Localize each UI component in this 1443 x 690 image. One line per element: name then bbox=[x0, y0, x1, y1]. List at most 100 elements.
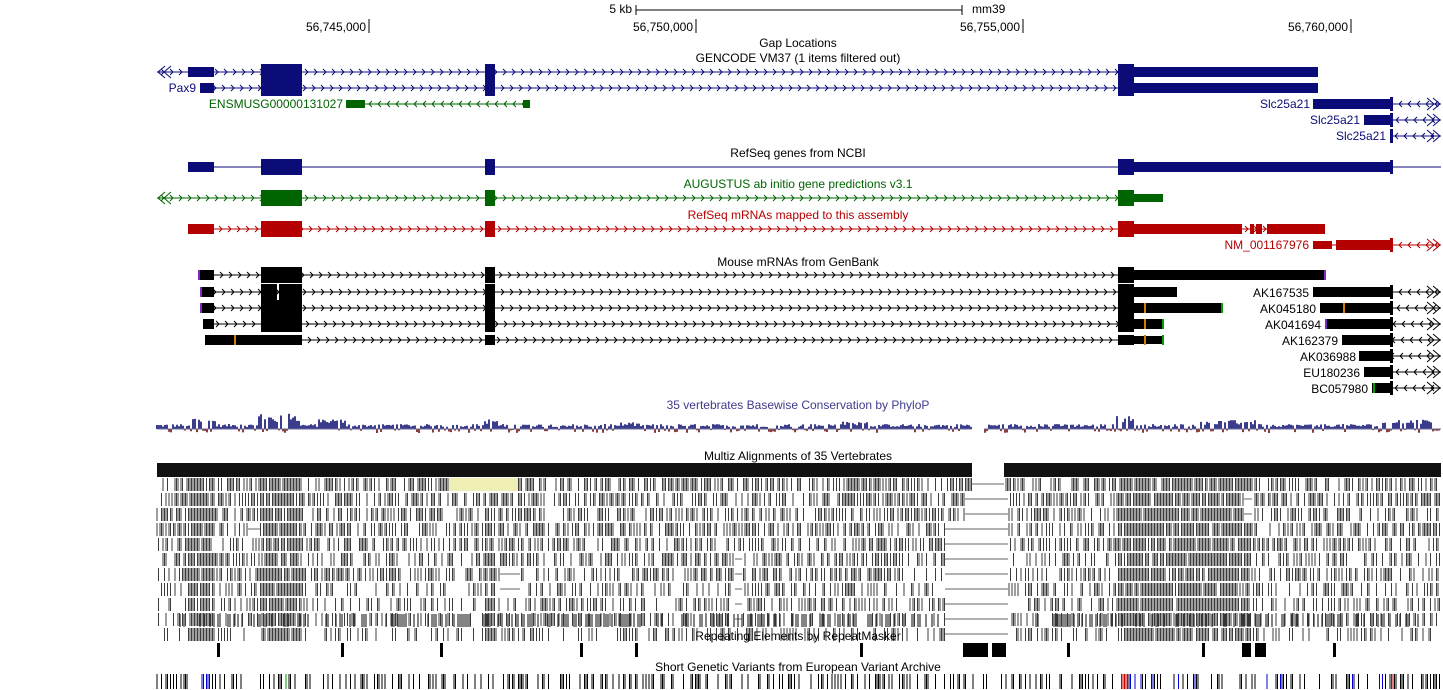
strand-arrow bbox=[833, 288, 838, 296]
multiz-alignment[interactable] bbox=[156, 463, 1441, 641]
mouse-mrna[interactable] bbox=[203, 316, 1162, 332]
strand-arrow bbox=[860, 304, 865, 312]
mrna-label-bc057980[interactable]: BC057980 bbox=[1311, 382, 1368, 396]
mouse-mrna[interactable] bbox=[1342, 333, 1441, 347]
gap-track-title[interactable]: Gap Locations bbox=[759, 36, 837, 50]
refseq-mrna-track-title[interactable]: RefSeq mRNAs mapped to this assembly bbox=[687, 208, 909, 222]
mouse-mrna[interactable] bbox=[1313, 285, 1441, 299]
mrna-label-ak036988[interactable]: AK036988 bbox=[1299, 350, 1356, 364]
strand-arrow bbox=[1065, 271, 1070, 279]
strand-arrow bbox=[1024, 194, 1029, 202]
eva-track-title[interactable]: Short Genetic Variants from European Var… bbox=[655, 660, 941, 674]
gencode-transcript[interactable] bbox=[346, 100, 530, 108]
strand-arrow bbox=[425, 225, 430, 233]
strand-arrow bbox=[651, 271, 656, 279]
gene-label-slc25a21[interactable]: Slc25a21 bbox=[1309, 113, 1360, 127]
strand-arrow bbox=[851, 84, 856, 92]
strand-arrow bbox=[659, 225, 664, 233]
gene-label-slc25a21[interactable]: Slc25a21 bbox=[1335, 129, 1386, 143]
gencode-track-title[interactable]: GENCODE VM37 (1 items filtered out) bbox=[695, 51, 901, 65]
refseq-gene[interactable] bbox=[188, 159, 1441, 175]
mrna-label-ak041694[interactable]: AK041694 bbox=[1264, 318, 1321, 332]
strand-arrow bbox=[871, 194, 876, 202]
gene-label-pax9[interactable]: Pax9 bbox=[168, 81, 196, 95]
gene-label-ensmusg[interactable]: ENSMUSG00000131027 bbox=[208, 97, 343, 111]
mrna-track-title[interactable]: Mouse mRNAs from GenBank bbox=[717, 255, 879, 269]
strand-arrow bbox=[988, 194, 993, 202]
strand-arrow bbox=[1058, 304, 1063, 312]
exon bbox=[1390, 365, 1393, 379]
strand-arrow bbox=[671, 288, 676, 296]
refseq-mrna[interactable] bbox=[1313, 238, 1441, 252]
strand-arrow bbox=[700, 194, 705, 202]
strand-arrow bbox=[386, 100, 391, 108]
strand-arrow bbox=[785, 225, 790, 233]
augustus-gene[interactable] bbox=[157, 190, 1163, 206]
gencode-transcript[interactable] bbox=[1364, 113, 1441, 127]
gencode-transcript[interactable] bbox=[1390, 129, 1441, 143]
strand-arrow bbox=[680, 84, 685, 92]
strand-arrow bbox=[1076, 84, 1081, 92]
mrna-label-ak162379[interactable]: AK162379 bbox=[1281, 334, 1338, 348]
repeatmasker-track-title[interactable]: Repeating Elements by RepeatMasker bbox=[695, 629, 901, 643]
mrna-label-nm001167976[interactable]: NM_001167976 bbox=[1224, 238, 1309, 252]
strand-arrow bbox=[722, 225, 727, 233]
strand-arrow bbox=[768, 271, 773, 279]
refseq-track-title[interactable]: RefSeq genes from NCBI bbox=[730, 146, 866, 160]
phylop-wiggle[interactable] bbox=[156, 413, 1441, 433]
eva-variants[interactable] bbox=[156, 674, 1440, 689]
augustus-track-title[interactable]: AUGUSTUS ab initio gene predictions v3.1 bbox=[683, 177, 913, 191]
strand-arrow bbox=[653, 84, 658, 92]
mouse-mrna[interactable] bbox=[198, 267, 1325, 283]
strand-arrow bbox=[624, 271, 629, 279]
strand-arrow bbox=[500, 304, 505, 312]
phylop-track-title[interactable]: 35 vertebrates Basewise Conservation by … bbox=[666, 398, 930, 412]
mrna-label-eu180236[interactable]: EU180236 bbox=[1303, 366, 1360, 380]
strand-arrow bbox=[878, 84, 883, 92]
strand-arrow bbox=[626, 84, 631, 92]
strand-arrow bbox=[802, 336, 807, 344]
exon bbox=[261, 267, 302, 283]
mouse-mrna[interactable] bbox=[200, 284, 1177, 300]
strand-arrow bbox=[653, 288, 658, 296]
strand-arrow bbox=[1067, 84, 1072, 92]
mouse-mrna[interactable] bbox=[1320, 301, 1441, 315]
strand-arrow bbox=[392, 84, 397, 92]
strand-arrow bbox=[1094, 84, 1099, 92]
mouse-mrna[interactable] bbox=[200, 300, 1221, 316]
strand-arrow bbox=[1407, 241, 1412, 249]
mismatch-tick bbox=[200, 287, 202, 297]
strand-arrow bbox=[1418, 336, 1423, 344]
strand-arrow bbox=[1051, 68, 1056, 76]
repeatmasker-features[interactable] bbox=[217, 643, 1336, 657]
gencode-transcript[interactable] bbox=[1313, 97, 1441, 111]
strand-arrow bbox=[1108, 336, 1113, 344]
exon bbox=[200, 287, 214, 297]
mouse-mrna[interactable] bbox=[205, 335, 1162, 345]
strand-arrow bbox=[617, 304, 622, 312]
strand-arrow bbox=[518, 84, 523, 92]
mouse-mrna[interactable] bbox=[1372, 381, 1441, 395]
refseq-mrna[interactable] bbox=[188, 221, 1325, 237]
gencode-transcript[interactable] bbox=[200, 80, 1318, 96]
strand-arrow bbox=[716, 304, 721, 312]
strand-arrow bbox=[230, 288, 235, 296]
mouse-mrna[interactable] bbox=[1359, 349, 1441, 363]
gencode-transcript[interactable] bbox=[157, 64, 1318, 80]
mrna-label-ak167535[interactable]: AK167535 bbox=[1252, 286, 1309, 300]
mouse-mrna[interactable] bbox=[1364, 365, 1441, 379]
strand-arrow bbox=[1109, 225, 1114, 233]
phylop-positive-bars bbox=[156, 413, 1432, 429]
strand-arrow bbox=[701, 320, 706, 328]
strand-arrow bbox=[497, 225, 502, 233]
mouse-mrna[interactable] bbox=[1325, 317, 1441, 331]
gene-label-slc25a21[interactable]: Slc25a21 bbox=[1259, 97, 1310, 111]
mrna-label-ak045180[interactable]: AK045180 bbox=[1259, 302, 1316, 316]
strand-arrow bbox=[950, 304, 955, 312]
exon bbox=[1267, 224, 1325, 234]
multiz-track-title[interactable]: Multiz Alignments of 35 Vertebrates bbox=[703, 449, 893, 463]
strand-arrow bbox=[746, 320, 751, 328]
repeat-element bbox=[1333, 643, 1336, 657]
